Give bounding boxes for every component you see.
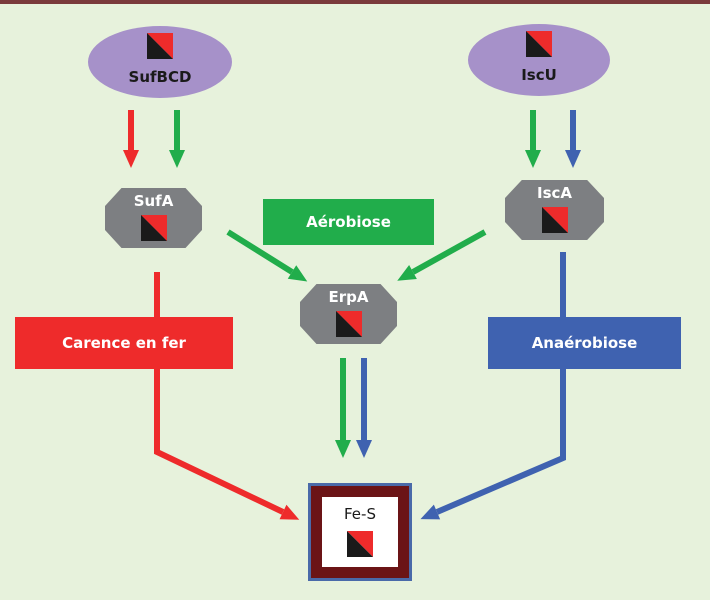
node-fe-s-label: Fe-S [344,505,376,523]
node-sufa: SufA [105,188,202,248]
node-sufbcd-label: SufBCD [128,68,192,86]
node-isca-label: IscA [536,184,572,202]
arrow-sufa-erpa-green [226,229,308,282]
arrow-isca-erpa-green-head [397,265,417,281]
condition-carence-en-fer: Carence en fer [15,317,233,369]
arrow-erpa-fes-green-head [335,440,351,458]
fe-s-cluster-icon [526,31,552,57]
arrow-sufa-fes-red-head [279,504,300,520]
arrow-iscu-isca-blue-head [565,150,581,168]
node-fe-s: Fe-S [308,483,412,581]
arrow-isca-erpa-green [397,229,487,281]
arrow-iscu-isca-green-head [525,150,541,168]
node-iscu-label: IscU [521,66,557,84]
arrow-iscu-isca-blue [565,110,581,168]
arrow-isca-fes-blue [420,252,566,520]
arrow-iscu-isca-green [525,110,541,168]
condition-anaerobiose-label: Anaérobiose [531,334,638,352]
arrow-erpa-fes-green [335,358,351,458]
node-sufa-label: SufA [133,192,174,210]
condition-aerobiose: Aérobiose [263,199,434,245]
arrow-sufbcd-sufa-red-head [123,150,139,168]
fe-s-cluster-icon [147,33,173,59]
arrow-sufbcd-sufa-green [169,110,185,168]
condition-anaerobiose: Anaérobiose [488,317,681,369]
fe-s-cluster-icon [347,531,373,557]
fe-s-cluster-icon [140,215,167,241]
arrow-erpa-fes-blue [356,358,372,458]
node-erpa-label: ErpA [328,288,369,306]
arrow-sufa-fes-red [154,272,300,520]
fe-s-cluster-icon [335,311,362,337]
node-iscu: IscU [468,24,610,96]
fe-s-cluster-icon [541,207,568,233]
node-sufbcd: SufBCD [88,26,232,98]
arrow-sufa-erpa-green-head [287,265,308,282]
arrow-erpa-fes-blue-head [356,440,372,458]
arrow-sufbcd-sufa-green-head [169,150,185,168]
arrow-isca-fes-blue-head [420,504,441,520]
node-erpa: ErpA [300,284,397,344]
node-isca: IscA [505,180,604,240]
fe-s-inner: Fe-S [322,497,398,567]
condition-carence-label: Carence en fer [62,334,186,352]
arrow-sufbcd-sufa-red [123,110,139,168]
condition-aerobiose-label: Aérobiose [306,213,391,231]
top-border [0,0,710,4]
